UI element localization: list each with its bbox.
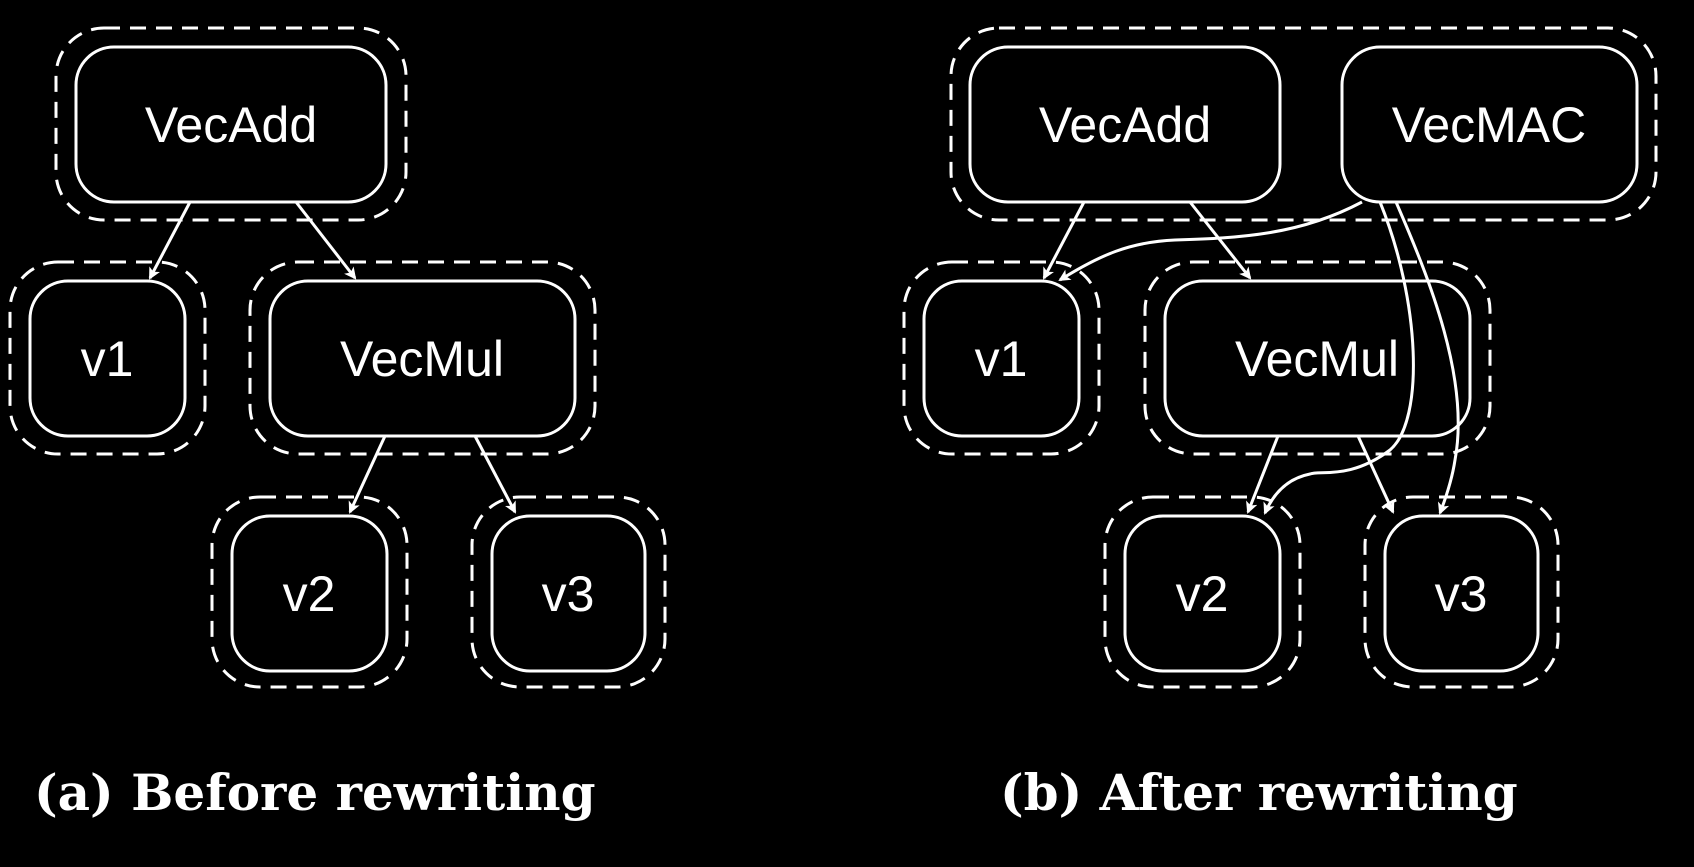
eclass-b-vecadd-vecmac [949,26,1658,222]
edge-b-vecmul-v3 [1356,435,1395,514]
eclass-b-v1 [902,260,1101,456]
edge-a-vecadd-vecmul [294,201,357,280]
eclass-a-v3 [470,495,667,689]
enode-a-v2 [230,514,389,673]
edge-b-vecmac-v2 [1263,201,1415,515]
node-a-v3-label: v3 [542,566,595,622]
edge-b-vecmac-v1 [1058,200,1363,282]
panel-a [8,26,667,689]
eclass-a-vecmul [248,260,597,456]
eclass-b-v2 [1103,495,1302,689]
edge-a-vecmul-v2 [348,435,387,514]
edge-b-vecmul-v2 [1246,435,1280,514]
eclass-a-v1 [8,260,207,456]
enode-b-v1 [922,279,1081,438]
edge-a-vecmul-v3 [473,435,517,514]
enode-a-vecmul [268,279,577,438]
node-a-vecadd-label: VecAdd [145,97,317,153]
enode-b-vecadd [968,45,1282,204]
eclass-b-vecmul [1143,260,1492,456]
caption-a: (a) Before rewriting [34,763,596,822]
enode-a-vecadd [74,45,388,204]
eclass-a-vecadd [54,26,408,222]
edge-b-vecadd-vecmul [1188,201,1252,280]
edge-b-vecadd-v1 [1042,201,1086,280]
node-b-vecadd-label: VecAdd [1039,97,1211,153]
enode-b-vecmac [1340,45,1639,204]
eclass-b-v3 [1363,495,1560,689]
edge-a-vecadd-v1 [148,201,192,280]
panel-b [902,26,1658,689]
node-a-vecmul-label: VecMul [340,331,504,387]
node-b-v2-label: v2 [1176,566,1229,622]
enode-a-v3 [490,514,647,673]
node-b-v3-label: v3 [1435,566,1488,622]
edge-b-vecmac-v3 [1394,201,1460,515]
enode-a-v1 [28,279,187,438]
node-a-v1-label: v1 [81,331,134,387]
enode-b-v2 [1123,514,1282,673]
eclass-a-v2 [210,495,409,689]
enode-b-v3 [1383,514,1540,673]
node-b-vecmul-label: VecMul [1235,331,1399,387]
node-a-v2-label: v2 [283,566,336,622]
node-b-vecmac-label: VecMAC [1392,97,1587,153]
enode-b-vecmul [1163,279,1472,438]
caption-b: (b) After rewriting [1000,763,1518,822]
node-b-v1-label: v1 [975,331,1028,387]
